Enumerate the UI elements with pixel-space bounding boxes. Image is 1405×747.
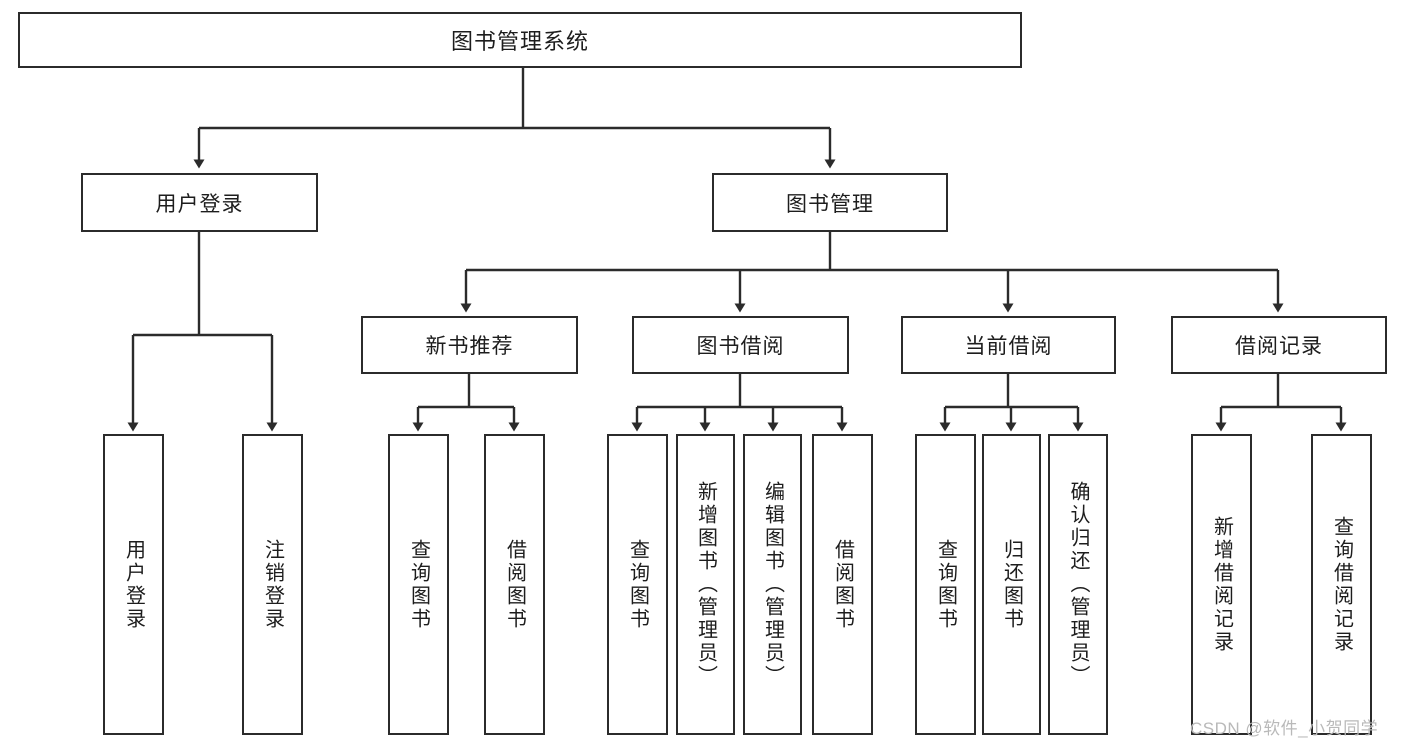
node-label: 归还图书 — [1000, 538, 1023, 631]
leaf-confirm-return[interactable]: 确认归还（管理员） — [1048, 434, 1108, 735]
node-new-book-rec[interactable]: 新书推荐 — [361, 316, 578, 374]
node-label: 图书借阅 — [696, 335, 785, 358]
node-label: 图书管理 — [786, 192, 874, 216]
node-label: 用户登录 — [122, 538, 145, 631]
node-label: 确认归还（管理员） — [1067, 481, 1089, 688]
node-label: 查询图书 — [407, 538, 430, 631]
node-label: 注销登录 — [261, 538, 284, 631]
leaf-user-login[interactable]: 用户登录 — [103, 434, 164, 735]
leaf-return-book[interactable]: 归还图书 — [982, 434, 1041, 735]
leaf-add-book[interactable]: 新增图书（管理员） — [676, 434, 735, 735]
node-label: 借阅图书 — [503, 538, 526, 631]
node-label: 编辑图书（管理员） — [761, 481, 784, 688]
leaf-query-book-2[interactable]: 查询图书 — [607, 434, 668, 735]
node-current-borrow[interactable]: 当前借阅 — [901, 316, 1116, 374]
leaf-borrow-book-2[interactable]: 借阅图书 — [812, 434, 873, 735]
node-label: 查询图书 — [934, 538, 957, 631]
node-label: 图书管理系统 — [450, 29, 589, 54]
leaf-query-book-3[interactable]: 查询图书 — [915, 434, 976, 735]
node-book-borrow[interactable]: 图书借阅 — [632, 316, 849, 374]
node-label: 查询图书 — [626, 538, 649, 631]
node-label: 用户登录 — [155, 192, 244, 216]
leaf-user-logout[interactable]: 注销登录 — [242, 434, 303, 735]
node-root-system[interactable]: 图书管理系统 — [18, 12, 1022, 68]
node-user-login[interactable]: 用户登录 — [81, 173, 318, 232]
node-label: 借阅图书 — [831, 538, 854, 631]
node-borrow-record[interactable]: 借阅记录 — [1171, 316, 1387, 374]
node-label: 当前借阅 — [964, 335, 1053, 358]
node-label: 新增借阅记录 — [1210, 515, 1233, 654]
leaf-borrow-book-1[interactable]: 借阅图书 — [484, 434, 545, 735]
leaf-query-book-1[interactable]: 查询图书 — [388, 434, 449, 735]
node-label: 新书推荐 — [425, 335, 514, 358]
leaf-add-record[interactable]: 新增借阅记录 — [1191, 434, 1252, 735]
node-label: 借阅记录 — [1235, 335, 1323, 358]
csdn-watermark: CSDN @软件_小贺同学 — [1190, 719, 1379, 738]
node-label: 查询借阅记录 — [1330, 515, 1353, 654]
node-book-manage[interactable]: 图书管理 — [712, 173, 948, 232]
node-label: 新增图书（管理员） — [694, 481, 717, 688]
leaf-edit-book[interactable]: 编辑图书（管理员） — [743, 434, 802, 735]
leaf-query-record[interactable]: 查询借阅记录 — [1311, 434, 1372, 735]
